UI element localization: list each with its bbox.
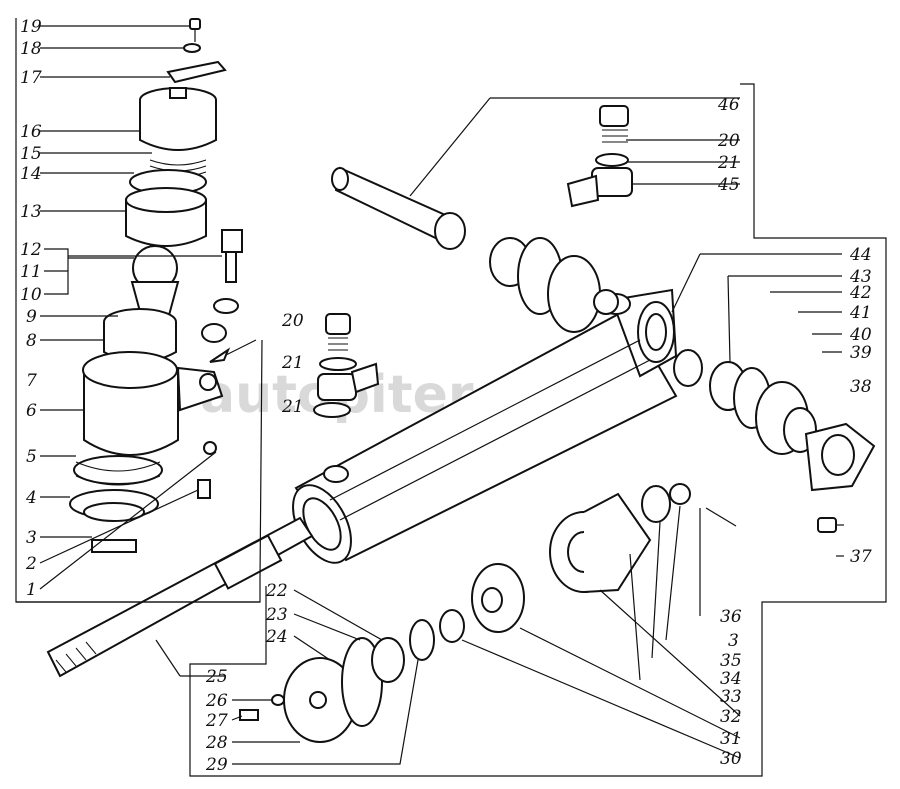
label-25: 25 <box>205 667 228 687</box>
label-36: 36 <box>720 607 742 627</box>
cylinder-port-boss <box>323 465 349 483</box>
part-11-bolt-head <box>221 229 243 253</box>
label-4: 4 <box>25 488 37 508</box>
label-31: 31 <box>720 729 742 749</box>
part-16-cap-body <box>139 100 217 151</box>
flange-assembly <box>489 237 619 333</box>
label-20: 20 <box>717 131 740 151</box>
part-grease-fitting <box>203 441 217 455</box>
part-25-rod <box>46 516 314 678</box>
part-44 <box>673 349 703 387</box>
label-11: 11 <box>20 262 42 282</box>
label-37: 37 <box>850 547 872 567</box>
part-10-nut <box>201 323 227 343</box>
left-parts-stack <box>69 18 243 553</box>
label-20-mid: 20 <box>281 311 304 331</box>
part-10-washer <box>213 298 239 314</box>
label-42: 42 <box>849 283 872 303</box>
label-13: 13 <box>20 202 42 222</box>
power-cylinder <box>292 288 678 564</box>
part-26-washer <box>271 694 285 706</box>
label-40: 40 <box>849 325 872 345</box>
label-24: 24 <box>265 627 288 647</box>
right-parts <box>673 349 876 533</box>
label-21: 21 <box>717 153 740 173</box>
part-37-bolt <box>817 517 837 533</box>
label-21-mid: 21 <box>281 353 304 373</box>
piston-group <box>409 483 737 661</box>
part-18-washer <box>183 43 201 53</box>
label-5: 5 <box>26 447 37 467</box>
part-5-seal <box>73 455 163 485</box>
part-6-housing <box>83 370 179 456</box>
label-18: 18 <box>20 39 42 59</box>
label-29: 29 <box>205 755 228 775</box>
label-44: 44 <box>849 245 872 265</box>
label-16: 16 <box>20 122 42 142</box>
part-22-seal <box>371 637 405 683</box>
leader-lines <box>15 18 887 777</box>
part-36-cotter <box>705 507 737 527</box>
part-17-plate <box>166 60 227 84</box>
label-45: 45 <box>717 175 740 195</box>
label-9: 9 <box>26 307 37 327</box>
label-34: 34 <box>720 669 742 689</box>
label-23: 23 <box>265 605 288 625</box>
label-43: 43 <box>849 267 872 287</box>
part-3-castle-nut <box>91 539 137 553</box>
label-22: 22 <box>265 581 288 601</box>
label-26: 26 <box>205 691 228 711</box>
label-8: 8 <box>26 331 37 351</box>
part-19-bolt <box>189 18 201 30</box>
part-29-ring <box>409 619 435 661</box>
part-45-fitting-top <box>566 105 633 208</box>
label-2: 2 <box>25 554 37 574</box>
label-32: 32 <box>720 707 742 727</box>
label-33: 33 <box>720 687 742 707</box>
label-30: 30 <box>720 749 742 769</box>
label-27: 27 <box>205 711 228 731</box>
label-7: 7 <box>26 371 37 391</box>
label-14: 14 <box>20 164 42 184</box>
label-15: 15 <box>20 144 42 164</box>
part-46-pin <box>331 166 466 250</box>
label-3: 3 <box>26 528 37 548</box>
label-3-right: 3 <box>728 631 739 651</box>
end-cap-group <box>239 637 405 743</box>
part-30-bearing <box>439 609 465 643</box>
label-41: 41 <box>849 303 872 323</box>
label-21-low: 21 <box>281 397 304 417</box>
label-35: 35 <box>720 651 742 671</box>
label-6: 6 <box>26 401 37 421</box>
label-39: 39 <box>850 343 872 363</box>
callout-labels: 19 18 17 16 15 14 13 12 11 10 9 8 7 6 5 … <box>20 17 872 775</box>
label-28: 28 <box>205 733 228 753</box>
fitting-mid <box>313 313 380 418</box>
label-19: 19 <box>20 17 42 37</box>
part-27-bolt <box>239 709 259 721</box>
part-34-ring <box>641 485 671 523</box>
label-46: 46 <box>717 95 740 115</box>
label-12: 12 <box>20 240 42 260</box>
label-1: 1 <box>26 580 37 600</box>
label-38: 38 <box>850 377 872 397</box>
label-17: 17 <box>20 68 42 88</box>
label-10: 10 <box>20 285 42 305</box>
part-2-pin <box>197 479 211 499</box>
part-3-nut <box>669 483 691 505</box>
